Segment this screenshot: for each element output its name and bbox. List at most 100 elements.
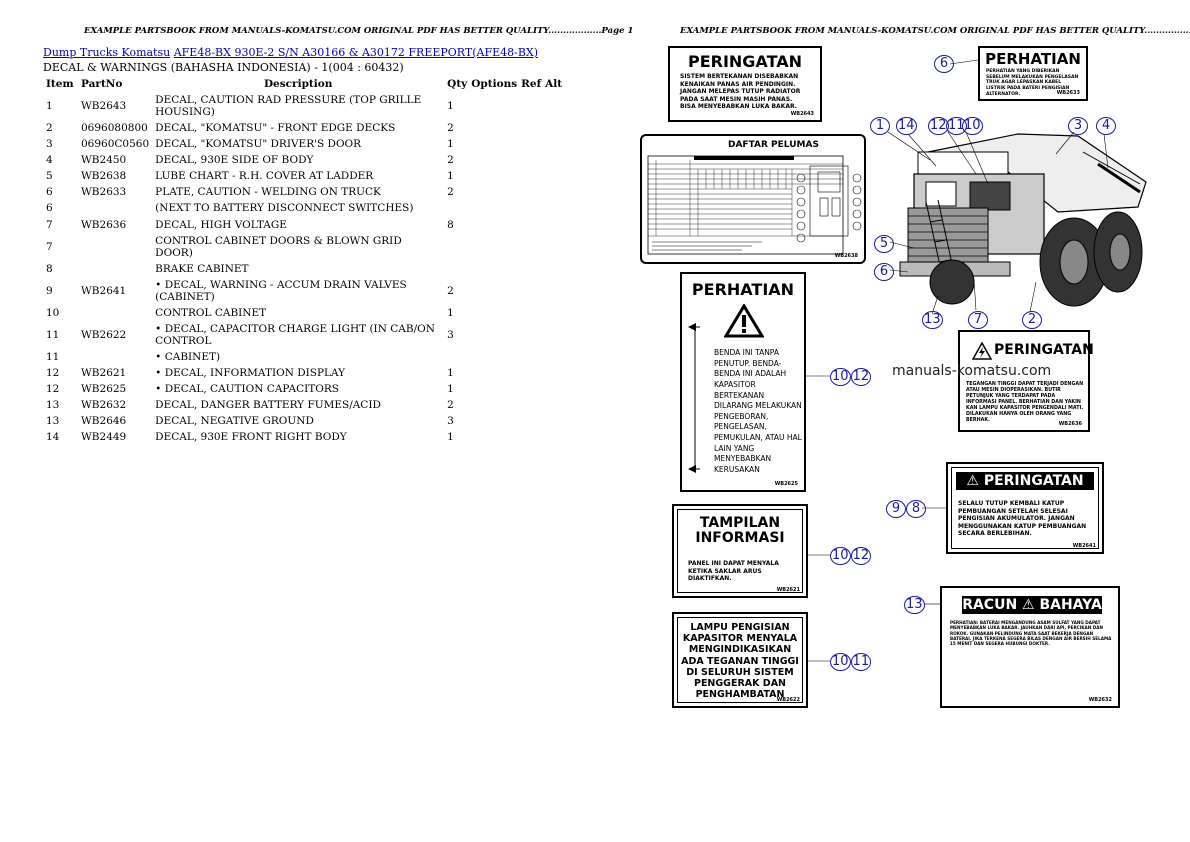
decal-code: WB2638	[834, 253, 858, 259]
header-ref: Ref	[521, 78, 542, 90]
callout-6[interactable]: 6	[874, 262, 894, 281]
decal-lampu-pengisian: LAMPU PENGISIAN KAPASITOR MENYALA MENGIN…	[672, 612, 808, 708]
decal-inner-border	[677, 509, 803, 593]
cell-item: 8	[46, 262, 53, 275]
cell-item: 7	[46, 218, 53, 231]
callout-4[interactable]: 4	[1096, 116, 1116, 135]
cell-qty: 1	[447, 138, 454, 151]
header-qty: Qty	[447, 78, 468, 90]
cell-partno: WB2643	[81, 100, 127, 113]
decal-code: WB2622	[776, 697, 800, 703]
cell-partno: WB2641	[81, 284, 127, 297]
callout-3[interactable]: 3	[1068, 116, 1088, 135]
cell-partno: WB2632	[81, 399, 127, 412]
breadcrumb-link-dump-trucks[interactable]: Dump Trucks Komatsu	[43, 46, 171, 59]
breadcrumb-link-model[interactable]: AFE48-BX 930E-2 S/N A30166 & A30172 FREE…	[173, 46, 539, 59]
decal-code: WB2625	[774, 481, 798, 487]
callout-7[interactable]: 7	[968, 310, 988, 329]
callout-5[interactable]: 5	[874, 234, 894, 253]
cell-description: DECAL, "KOMATSU" DRIVER'S DOOR	[155, 138, 362, 151]
table-row: 11 • CABINET)	[43, 349, 565, 365]
decal-peringatan-accumulator: ⚠ PERINGATAN SELALU TUTUP KEMBALI KATUP …	[946, 462, 1104, 554]
callout-10[interactable]: 10	[962, 117, 983, 135]
cell-description: DECAL, 930E FRONT RIGHT BODY	[155, 431, 347, 444]
decal-perhatian-welding: PERHATIAN PERHATIAN YANG DIBERIKAN SEBEL…	[978, 46, 1088, 101]
cell-qty: 2	[447, 186, 454, 199]
cell-item: 3	[46, 138, 53, 151]
decal-racun-bahaya: RACUN ⚠ BAHAYA PERHATIAN: BATERAI MENGAN…	[940, 586, 1120, 708]
cell-qty: 1	[447, 170, 454, 183]
decal-title: RACUN ⚠ BAHAYA	[962, 596, 1102, 614]
high-voltage-icon	[972, 342, 992, 360]
cell-item: 13	[46, 415, 60, 428]
cell-partno: WB2633	[81, 186, 127, 199]
cell-qty: 1	[447, 431, 454, 444]
callout-6-welding[interactable]: 6	[934, 54, 954, 73]
decal-text: SISTEM BERTEKANAN DISEBABKAN KENAIKAN PA…	[680, 73, 801, 110]
cell-item: 5	[46, 170, 53, 183]
cell-qty: 3	[447, 328, 454, 341]
page-header-right: EXAMPLE PARTSBOOK FROM MANUALS-KOMATSU.C…	[680, 26, 1190, 36]
cell-item: 4	[46, 154, 53, 167]
cell-partno: WB2622	[81, 328, 127, 341]
decal-title: PERHATIAN	[691, 280, 795, 299]
cell-description: CONTROL CABINET	[155, 306, 267, 319]
decal-title: LAMPU PENGISIAN KAPASITOR MENYALA MENGIN…	[681, 622, 799, 701]
cell-item: 12	[46, 383, 60, 396]
header-alt: Alt	[545, 78, 563, 90]
decal-perhatian-capacitor: PERHATIAN BENDA INI TANPA PENUTUP. BENDA…	[680, 272, 806, 492]
cell-description: DECAL, DANGER BATTERY FUMES/ACID	[155, 399, 381, 412]
cell-description: CONTROL CABINET DOORS & BLOWN GRID DOOR)	[155, 234, 402, 259]
parts-table: Item PartNo Description Qty Options Ref …	[43, 76, 565, 445]
cell-partno: WB2646	[81, 415, 127, 428]
dump-truck-illustration	[887, 131, 1147, 315]
table-row: 8 BRAKE CABINET	[43, 261, 565, 277]
decal-title: DAFTAR PELUMAS	[728, 140, 819, 150]
cell-description: DECAL, 930E SIDE OF BODY	[155, 154, 314, 167]
cell-description: • DECAL, INFORMATION DISPLAY	[155, 367, 346, 380]
cell-description: • CABINET)	[155, 351, 221, 364]
decal-text: PERHATIAN: BATERAI MENGANDUNG ASAM SULFA…	[950, 620, 1112, 646]
callout-2[interactable]: 2	[1022, 310, 1042, 329]
decal-text: SELALU TUTUP KEMBALI KATUP PEMBUANGAN SE…	[958, 500, 1087, 537]
cell-partno: WB2638	[81, 170, 127, 183]
callout-13-battery[interactable]: 13	[904, 596, 925, 614]
cell-description: DECAL, CAUTION RAD PRESSURE (TOP GRILLE …	[155, 94, 422, 119]
cell-item: 11	[46, 351, 60, 364]
page-subtitle: DECAL & WARNINGS (BAHASHA INDONESIA) - 1…	[43, 61, 404, 74]
decal-title: PERINGATAN	[994, 342, 1094, 358]
double-arrow-icon	[688, 323, 700, 473]
cell-item: 2	[46, 122, 53, 135]
cell-item: 6	[46, 202, 53, 215]
cell-item: 6	[46, 186, 53, 199]
table-row: 5 WB2638 LUBE CHART - R.H. COVER AT LADDER…	[43, 168, 565, 184]
cell-qty: 1	[447, 306, 454, 319]
decal-title-bar: ⚠ PERINGATAN	[956, 472, 1094, 490]
callout-13[interactable]: 13	[922, 311, 943, 329]
cell-description: BRAKE CABINET	[155, 262, 249, 275]
callout-14[interactable]: 14	[896, 117, 917, 135]
cell-partno: WB2636	[81, 218, 127, 231]
cell-description: DECAL, "KOMATSU" - FRONT EDGE DECKS	[155, 122, 396, 135]
cell-qty: 8	[447, 218, 454, 231]
decal-text: PANEL INI DAPAT MENYALA KETIKA SAKLAR AR…	[688, 560, 779, 582]
decal-code: WB2621	[776, 587, 800, 593]
lube-chart-graphic	[647, 155, 862, 255]
cell-description: LUBE CHART - R.H. COVER AT LADDER	[155, 170, 374, 183]
decal-code: WB2641	[1072, 543, 1096, 549]
callout-1[interactable]: 1	[870, 116, 890, 135]
cell-qty: 1	[447, 367, 454, 380]
